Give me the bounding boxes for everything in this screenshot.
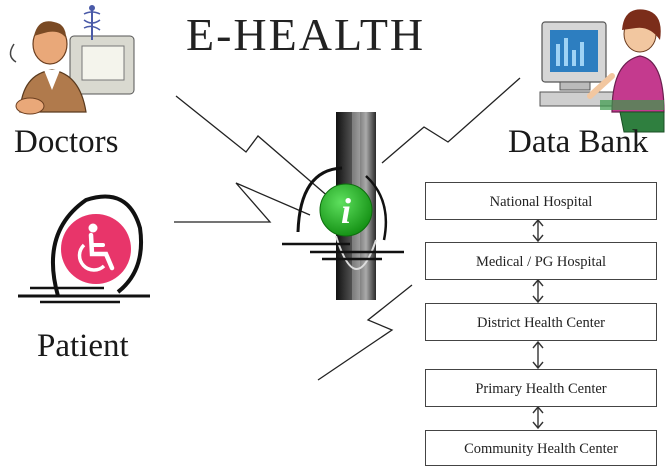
wheelchair-icon [18,194,150,304]
info-pillar-icon [282,112,404,300]
data-bank-icon [539,9,665,133]
link-databank [381,77,521,164]
hierarchy-connectors [532,218,544,430]
box-community-health-center: Community Health Center [425,430,657,466]
doctor-icon [9,5,135,115]
link-patient [174,182,311,223]
box-medical-pg-hospital: Medical / PG Hospital [425,242,657,280]
patient-label: Patient [37,328,129,364]
box-district-health-center: District Health Center [425,303,657,341]
data-bank-label: Data Bank [508,124,649,160]
page-title: E-HEALTH [186,9,426,60]
box-national-hospital: National Hospital [425,182,657,220]
link-doctors [175,95,339,206]
info-symbol: i [341,191,351,231]
link-hierarchy [317,284,413,381]
box-primary-health-center: Primary Health Center [425,369,657,407]
doctors-label: Doctors [14,124,119,160]
